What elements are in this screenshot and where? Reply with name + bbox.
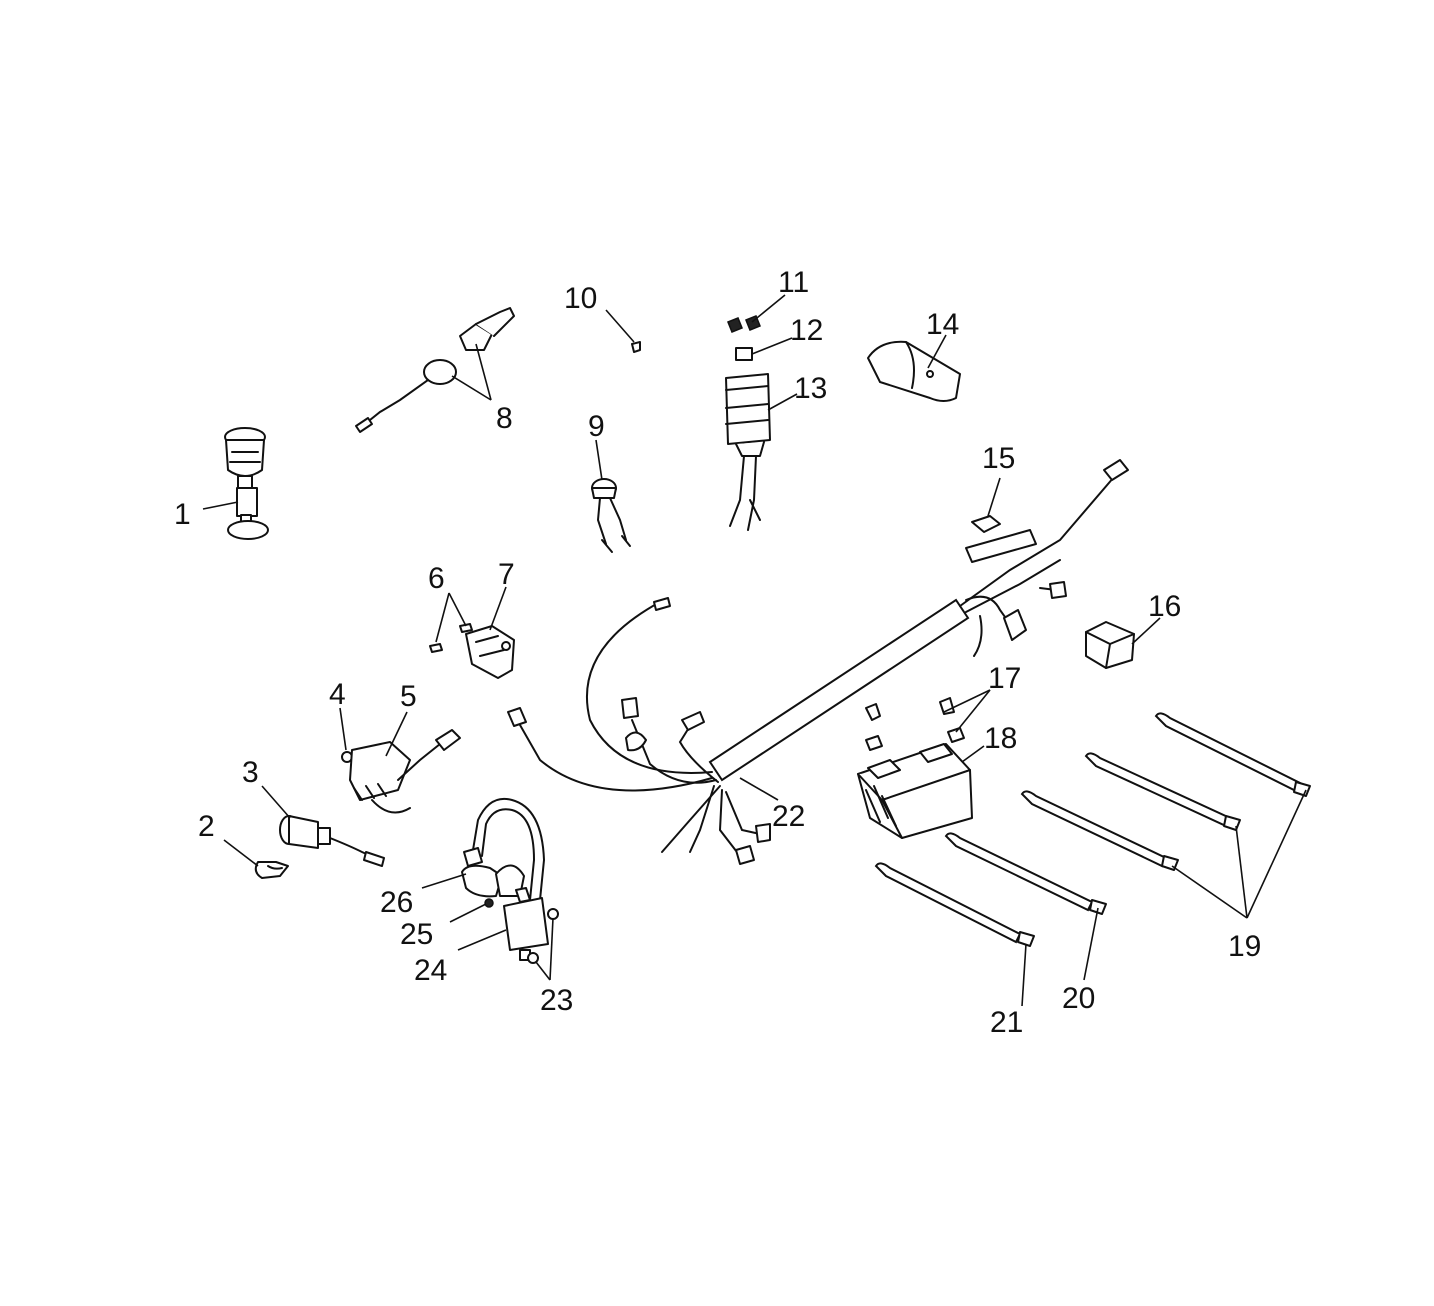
part-1-key-switch <box>224 427 269 540</box>
part-2-clip <box>254 861 289 879</box>
callout-4: 4 <box>329 678 346 711</box>
callout-10: 10 <box>564 282 597 315</box>
callout-1: 1 <box>174 498 191 531</box>
callout-16: 16 <box>1148 590 1181 623</box>
callout-8: 8 <box>496 402 513 435</box>
part-22-wire-harness <box>507 459 1129 865</box>
callout-labels: 1 2 3 4 5 6 7 8 9 10 11 12 13 14 15 16 1… <box>174 266 1261 1039</box>
callout-22: 22 <box>772 800 805 833</box>
callout-19: 19 <box>1228 930 1261 963</box>
callout-26: 26 <box>380 886 413 919</box>
part-11-12-13-relay-block <box>725 315 771 531</box>
callout-9: 9 <box>588 410 605 443</box>
part-4-5-regulator <box>341 729 461 814</box>
leader-lines <box>202 294 1307 1007</box>
callout-5: 5 <box>400 680 417 713</box>
callout-11: 11 <box>778 266 809 299</box>
part-10-pin <box>631 341 641 353</box>
part-23-26-ignition-coil <box>461 798 559 964</box>
callout-14: 14 <box>926 308 959 341</box>
callout-13: 13 <box>794 372 827 405</box>
part-17-18-battery <box>857 697 973 839</box>
part-6-screws <box>429 623 473 653</box>
part-3-switch <box>279 815 385 867</box>
callout-15: 15 <box>982 442 1015 475</box>
callout-12: 12 <box>790 314 823 347</box>
callout-7: 7 <box>498 558 515 591</box>
callout-24: 24 <box>414 954 447 987</box>
callout-25: 25 <box>400 918 433 951</box>
callout-20: 20 <box>1062 982 1095 1015</box>
part-15-connector <box>971 515 1001 533</box>
part-16-relay <box>1085 621 1135 669</box>
callout-6: 6 <box>428 562 445 595</box>
callout-21: 21 <box>990 1006 1023 1039</box>
callout-3: 3 <box>242 756 259 789</box>
callout-2: 2 <box>198 810 215 843</box>
callout-18: 18 <box>984 722 1017 755</box>
part-8-connectors <box>355 307 515 433</box>
part-14-cover <box>867 340 961 402</box>
part-7-cdi-box <box>465 625 515 679</box>
callout-23: 23 <box>540 984 573 1017</box>
part-19-20-21-cable-ties <box>874 712 1311 947</box>
part-9-sensor <box>591 478 631 553</box>
callout-17: 17 <box>988 662 1021 695</box>
